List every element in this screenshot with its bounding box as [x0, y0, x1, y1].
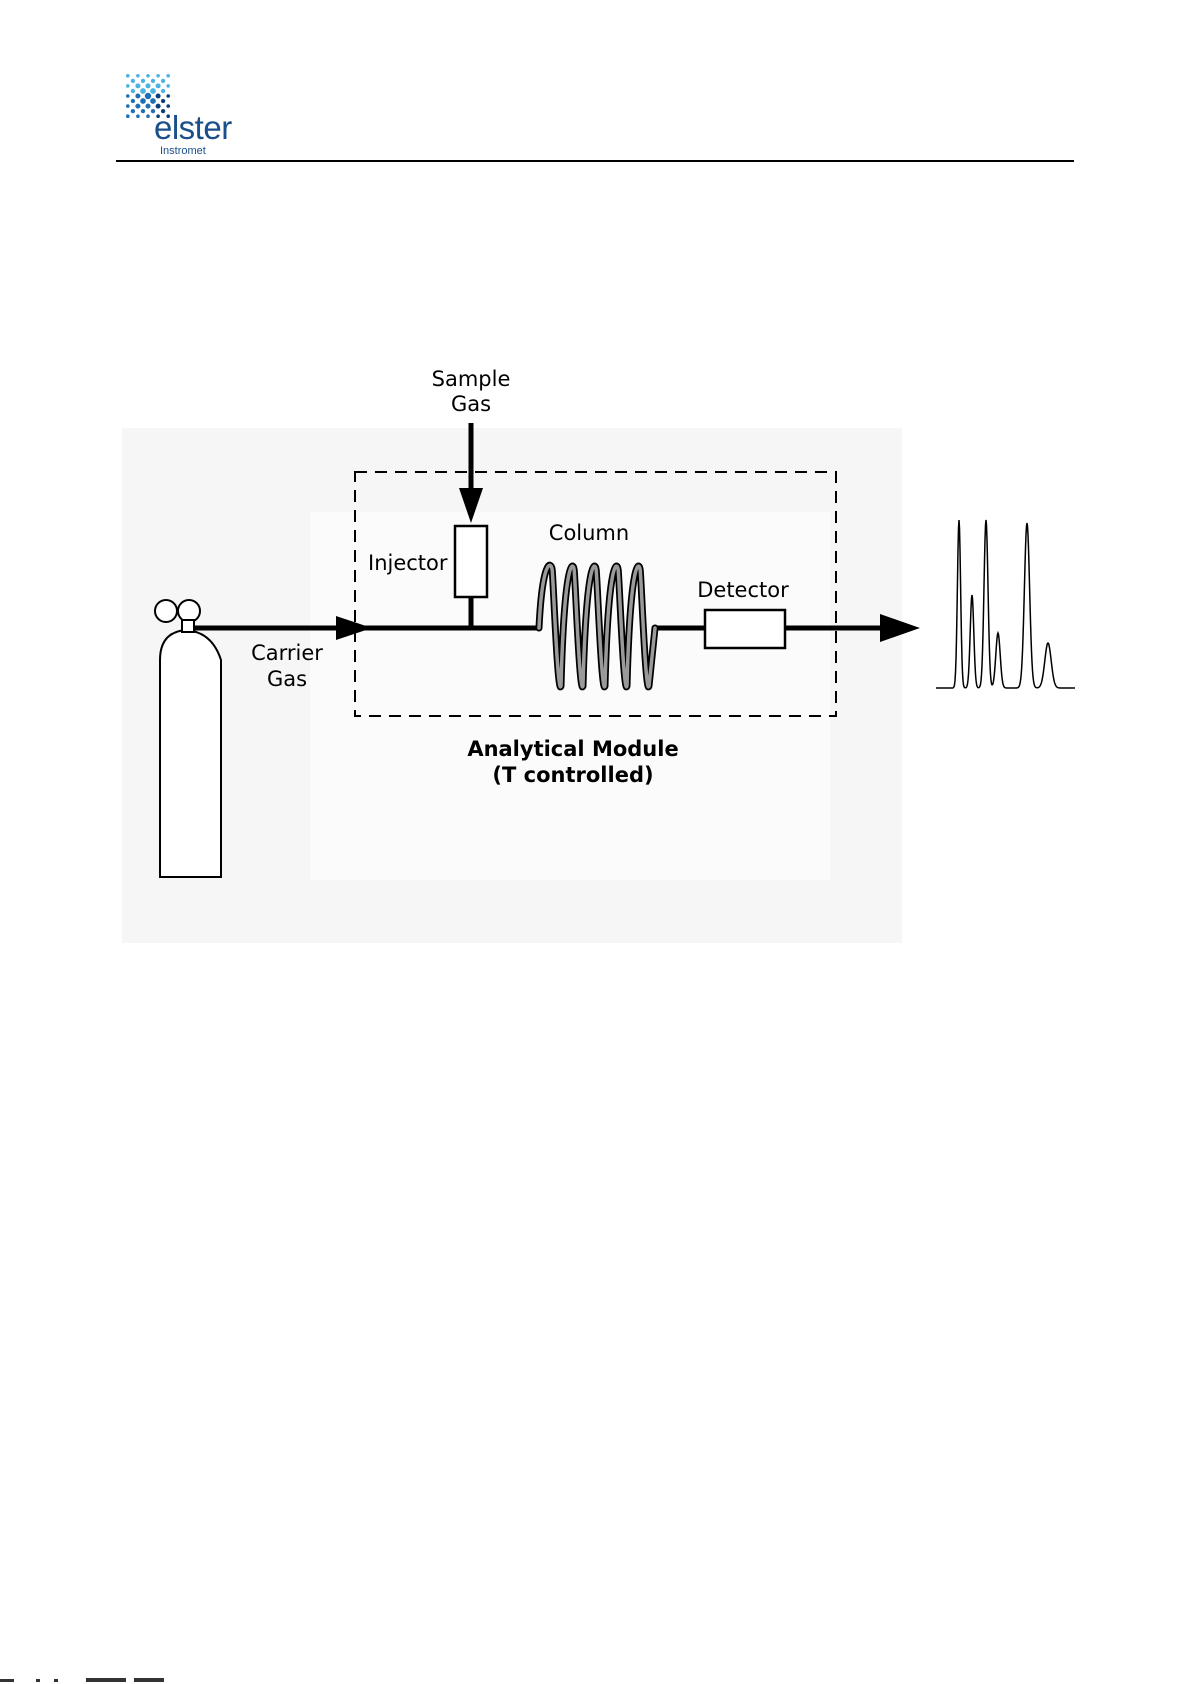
chromatogram-trace [936, 520, 1075, 688]
carrier-gas-label-line1: Carrier [251, 641, 323, 665]
company-logo: elster Instromet [110, 66, 250, 160]
page-footer-marks [0, 1676, 190, 1684]
sample-gas-label-line1: Sample [432, 367, 511, 391]
gas-cylinder-icon [155, 600, 221, 877]
column-label: Column [549, 521, 629, 545]
injector-box [455, 526, 487, 597]
gas-chromatograph-diagram: Sample Gas Injector Column Detector Carr… [0, 340, 1191, 960]
injector-label: Injector [368, 551, 448, 575]
detector-label: Detector [697, 578, 789, 602]
page-header: elster Instromet [0, 0, 1191, 170]
module-title-line2: (T controlled) [492, 763, 653, 787]
header-rule [116, 160, 1074, 162]
logo-name: elster [154, 109, 232, 146]
module-title-line1: Analytical Module [467, 737, 678, 761]
detector-box [705, 610, 785, 648]
logo-subname: Instromet [160, 145, 206, 157]
sample-gas-label-line2: Gas [451, 392, 491, 416]
carrier-gas-label-line2: Gas [267, 667, 307, 691]
